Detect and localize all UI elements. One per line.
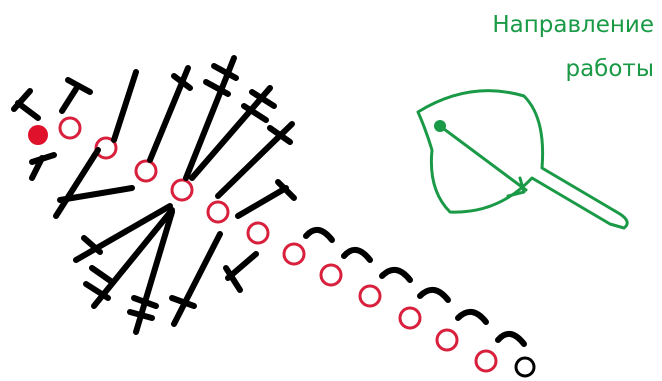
double-stitch-icon [215, 121, 295, 199]
chain-rings [58, 116, 498, 373]
double-stitch-icon [73, 203, 173, 263]
arc-stitch-icon [495, 331, 527, 347]
chain-ring-icon [474, 349, 498, 373]
direction-label-line1: Направление [492, 12, 654, 38]
chain-ring-icon [206, 200, 230, 224]
stitch-line [53, 147, 101, 219]
chain-ring-icon [134, 159, 158, 183]
chain-ring-icon [58, 116, 82, 140]
half-double-stitch-icon [11, 88, 41, 121]
start-dot-icon [28, 125, 48, 145]
treble-stitch-icon [183, 55, 239, 181]
chain-ring-icon [282, 242, 306, 266]
double-stitch-icon [147, 65, 193, 163]
half-double-stitch-icon [29, 152, 57, 181]
slip-stitch-arcs [303, 227, 527, 347]
half-double-stitch-icon [235, 179, 297, 219]
arc-stitch-icon [417, 287, 451, 303]
chain-ring-icon [398, 306, 422, 330]
stitch-line [57, 185, 135, 203]
direction-label-line2: работы [565, 56, 654, 82]
arc-stitch-icon [455, 309, 489, 325]
half-double-stitch-icon [223, 251, 259, 293]
treble-stitch-icon [83, 207, 175, 309]
stitch-line [111, 69, 139, 143]
direction-arrow-icon [416, 89, 629, 230]
chain-ring-icon [435, 328, 459, 352]
treble-stitch-icon [189, 85, 277, 181]
chain-ring-icon [319, 263, 343, 287]
double-stitch-icon [169, 231, 223, 327]
treble-stitch-icon [127, 209, 175, 335]
stitch-symbols [11, 55, 297, 335]
chain-ring-icon [170, 178, 194, 202]
direction-origin-dot-icon [434, 120, 446, 132]
arc-stitch-icon [303, 227, 335, 243]
arc-stitch-icon [341, 247, 373, 263]
chain-ring-icon [358, 284, 382, 308]
arc-stitch-icon [379, 267, 413, 283]
end-ring-icon [514, 356, 536, 378]
chain-ring-icon [246, 221, 270, 245]
half-double-stitch-icon [59, 77, 93, 114]
